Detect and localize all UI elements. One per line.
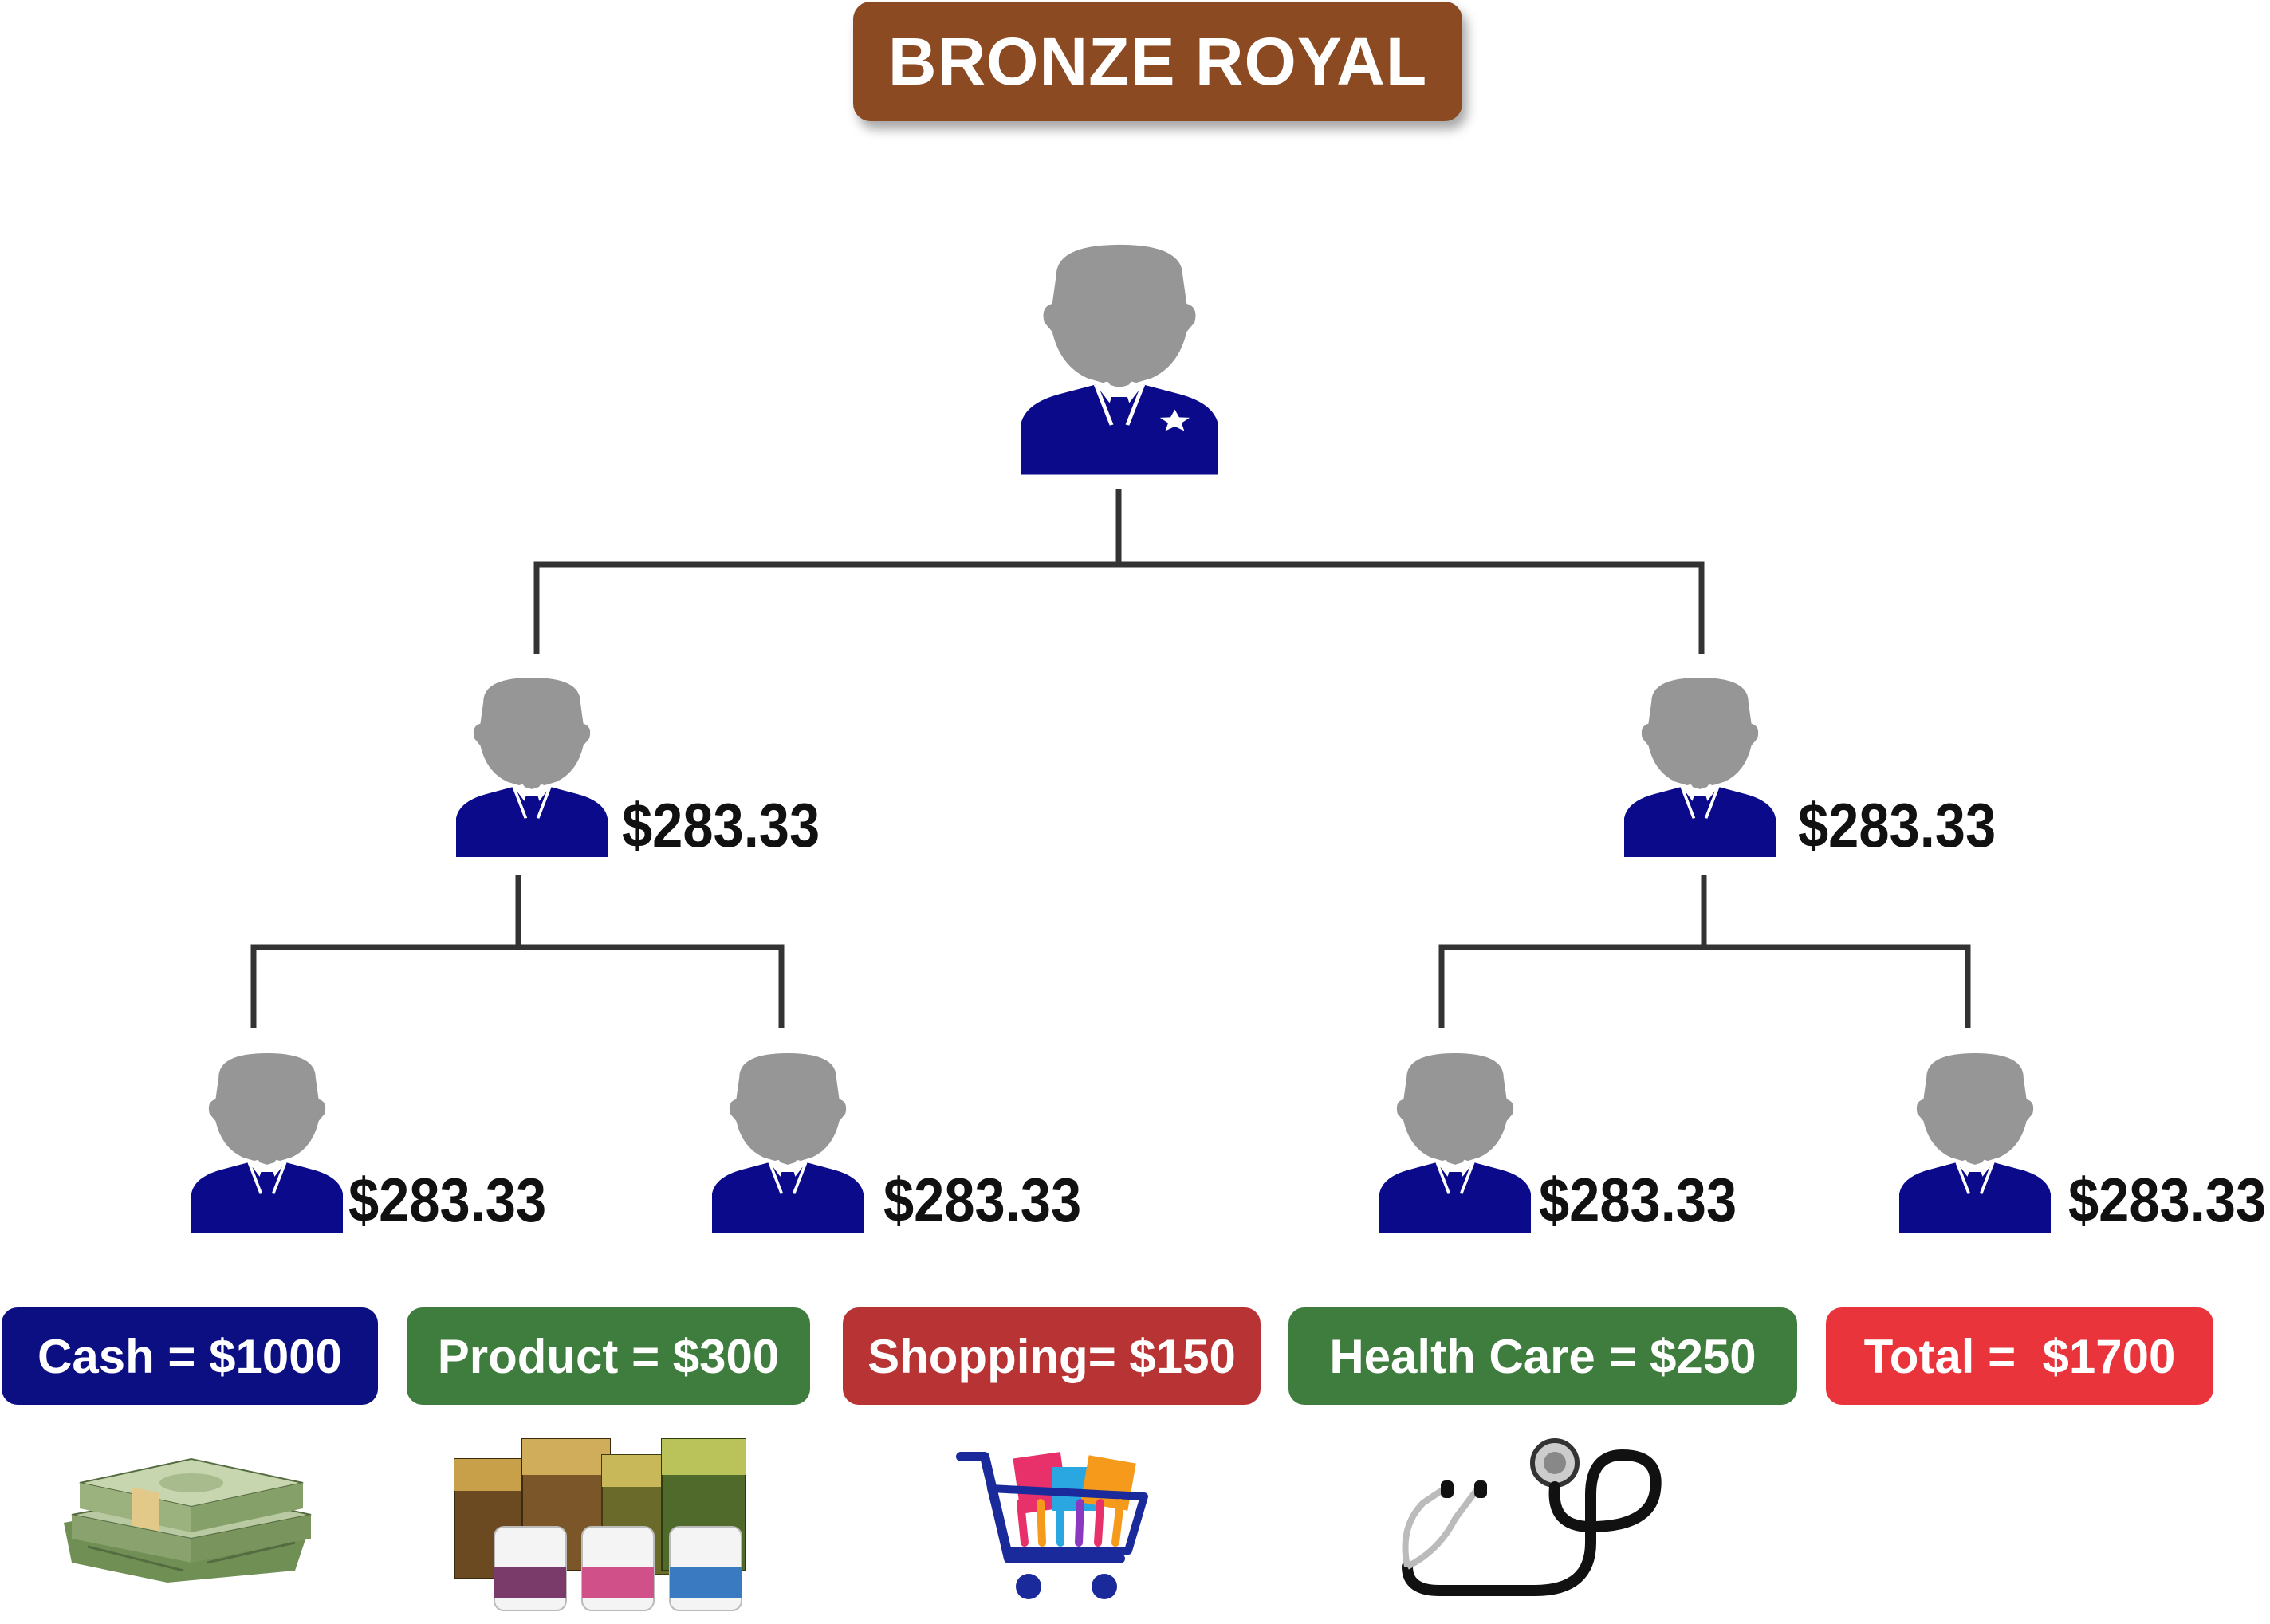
- shopping-cart-icon: [956, 1452, 1148, 1599]
- total-reward-badge: Total = $1700: [1826, 1307, 2213, 1405]
- person-icon: [710, 1052, 865, 1234]
- top-person-icon: [1021, 245, 1218, 475]
- product-reward-badge: Product = $300: [407, 1307, 810, 1405]
- page-title: BRONZE ROYAL: [853, 2, 1462, 121]
- shopping-reward-badge: Shopping= $150: [843, 1307, 1261, 1405]
- amount-label: $283.33: [1539, 1165, 1737, 1235]
- amount-label: $283.33: [883, 1165, 1082, 1235]
- amount-label: $283.33: [2068, 1165, 2267, 1235]
- amount-label: $283.33: [1798, 790, 1997, 860]
- person-icon: [1898, 1052, 2052, 1234]
- amount-label: $283.33: [622, 790, 820, 860]
- tea-products-icon: [454, 1438, 746, 1611]
- person-icon: [1378, 1052, 1532, 1234]
- person-icon: [1623, 676, 1777, 859]
- health-care-reward-badge: Health Care = $250: [1288, 1307, 1797, 1405]
- money-stack-icon: [64, 1457, 312, 1583]
- connector-lines: [250, 489, 1971, 1028]
- person-icon: [454, 676, 609, 859]
- amount-label: $283.33: [348, 1165, 547, 1235]
- cash-reward-badge: Cash = $1000: [2, 1307, 378, 1405]
- stethoscope-icon: [1402, 1438, 1662, 1596]
- person-icon: [190, 1052, 344, 1234]
